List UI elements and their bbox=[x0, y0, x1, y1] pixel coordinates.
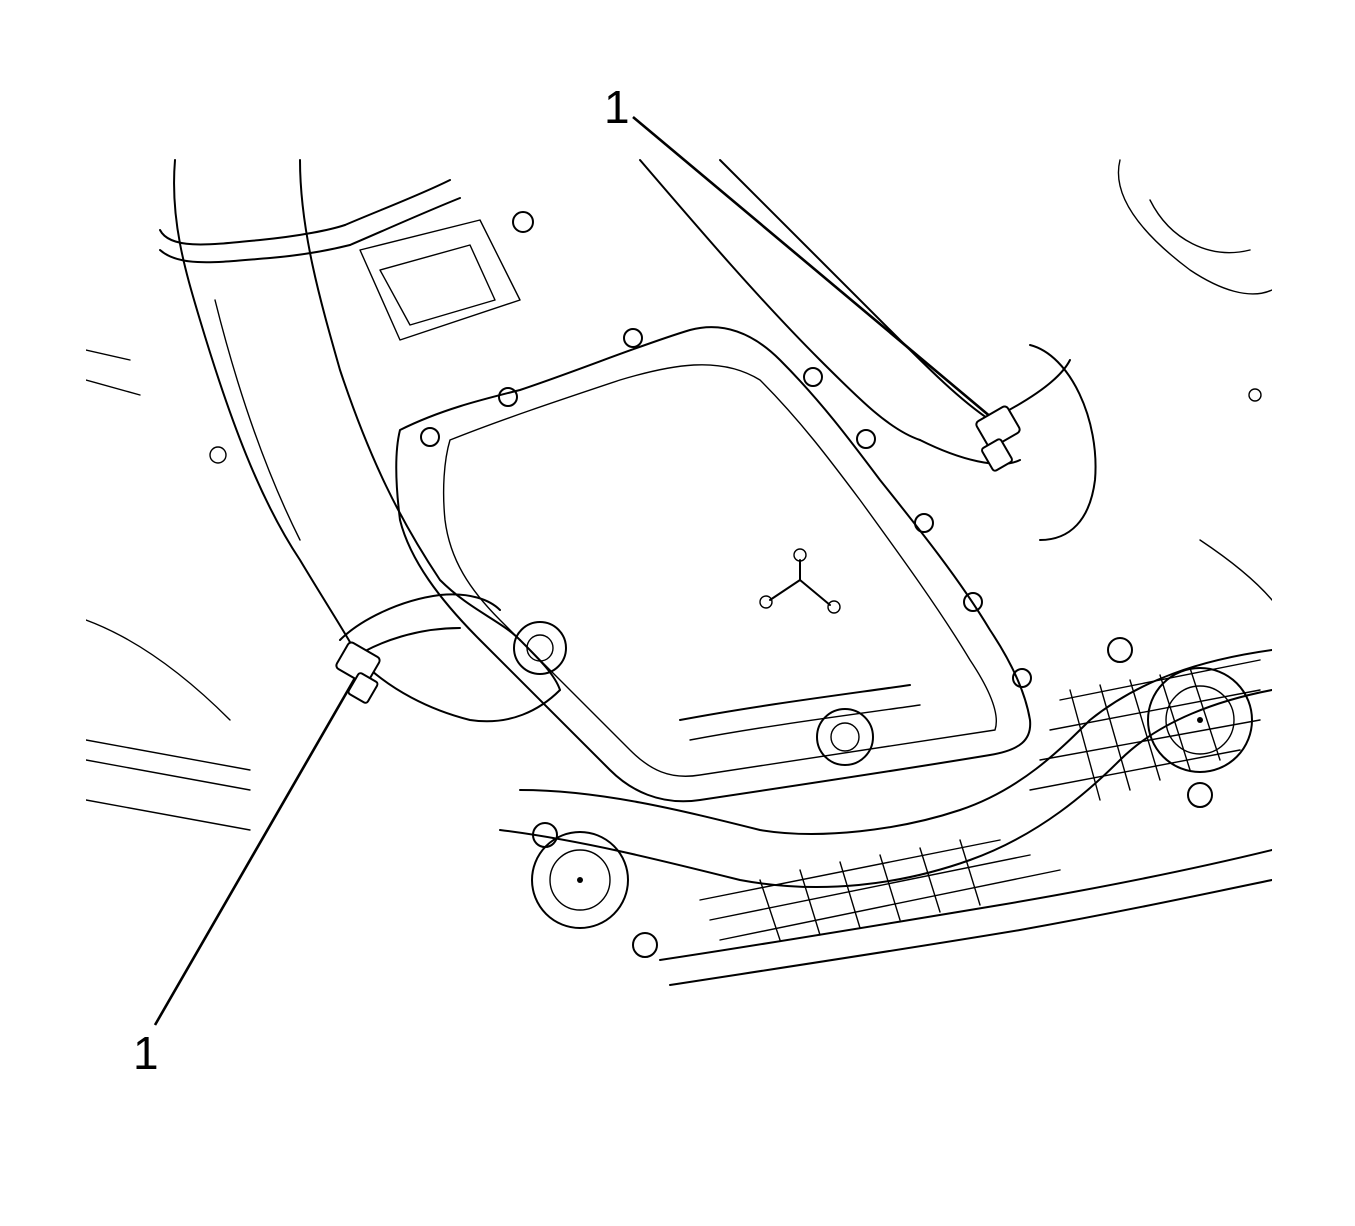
background-details bbox=[86, 159, 1272, 831]
component-illustration bbox=[86, 159, 1272, 986]
right-air-duct bbox=[639, 159, 1097, 541]
mesh-grid bbox=[699, 659, 1261, 941]
left-air-duct bbox=[173, 159, 561, 723]
engine-mounts bbox=[531, 637, 1253, 958]
callout-label-top: 1 bbox=[604, 81, 630, 133]
leader-lines bbox=[153, 116, 999, 1026]
oil-pan bbox=[395, 326, 1032, 803]
bolt-icon bbox=[347, 672, 379, 704]
leader-line-bottom bbox=[153, 677, 357, 1026]
bolt-icon bbox=[981, 438, 1013, 472]
subframe-crossmember bbox=[499, 649, 1272, 986]
clamp-left bbox=[335, 641, 381, 704]
clamp-right bbox=[975, 405, 1021, 472]
clamp-icon bbox=[975, 405, 1021, 449]
pan-bolts bbox=[420, 328, 1032, 688]
leader-line-top bbox=[632, 116, 999, 424]
clamp-icon bbox=[335, 641, 381, 685]
upper-hose bbox=[159, 179, 461, 264]
callout-label-bottom: 1 bbox=[133, 1027, 159, 1079]
